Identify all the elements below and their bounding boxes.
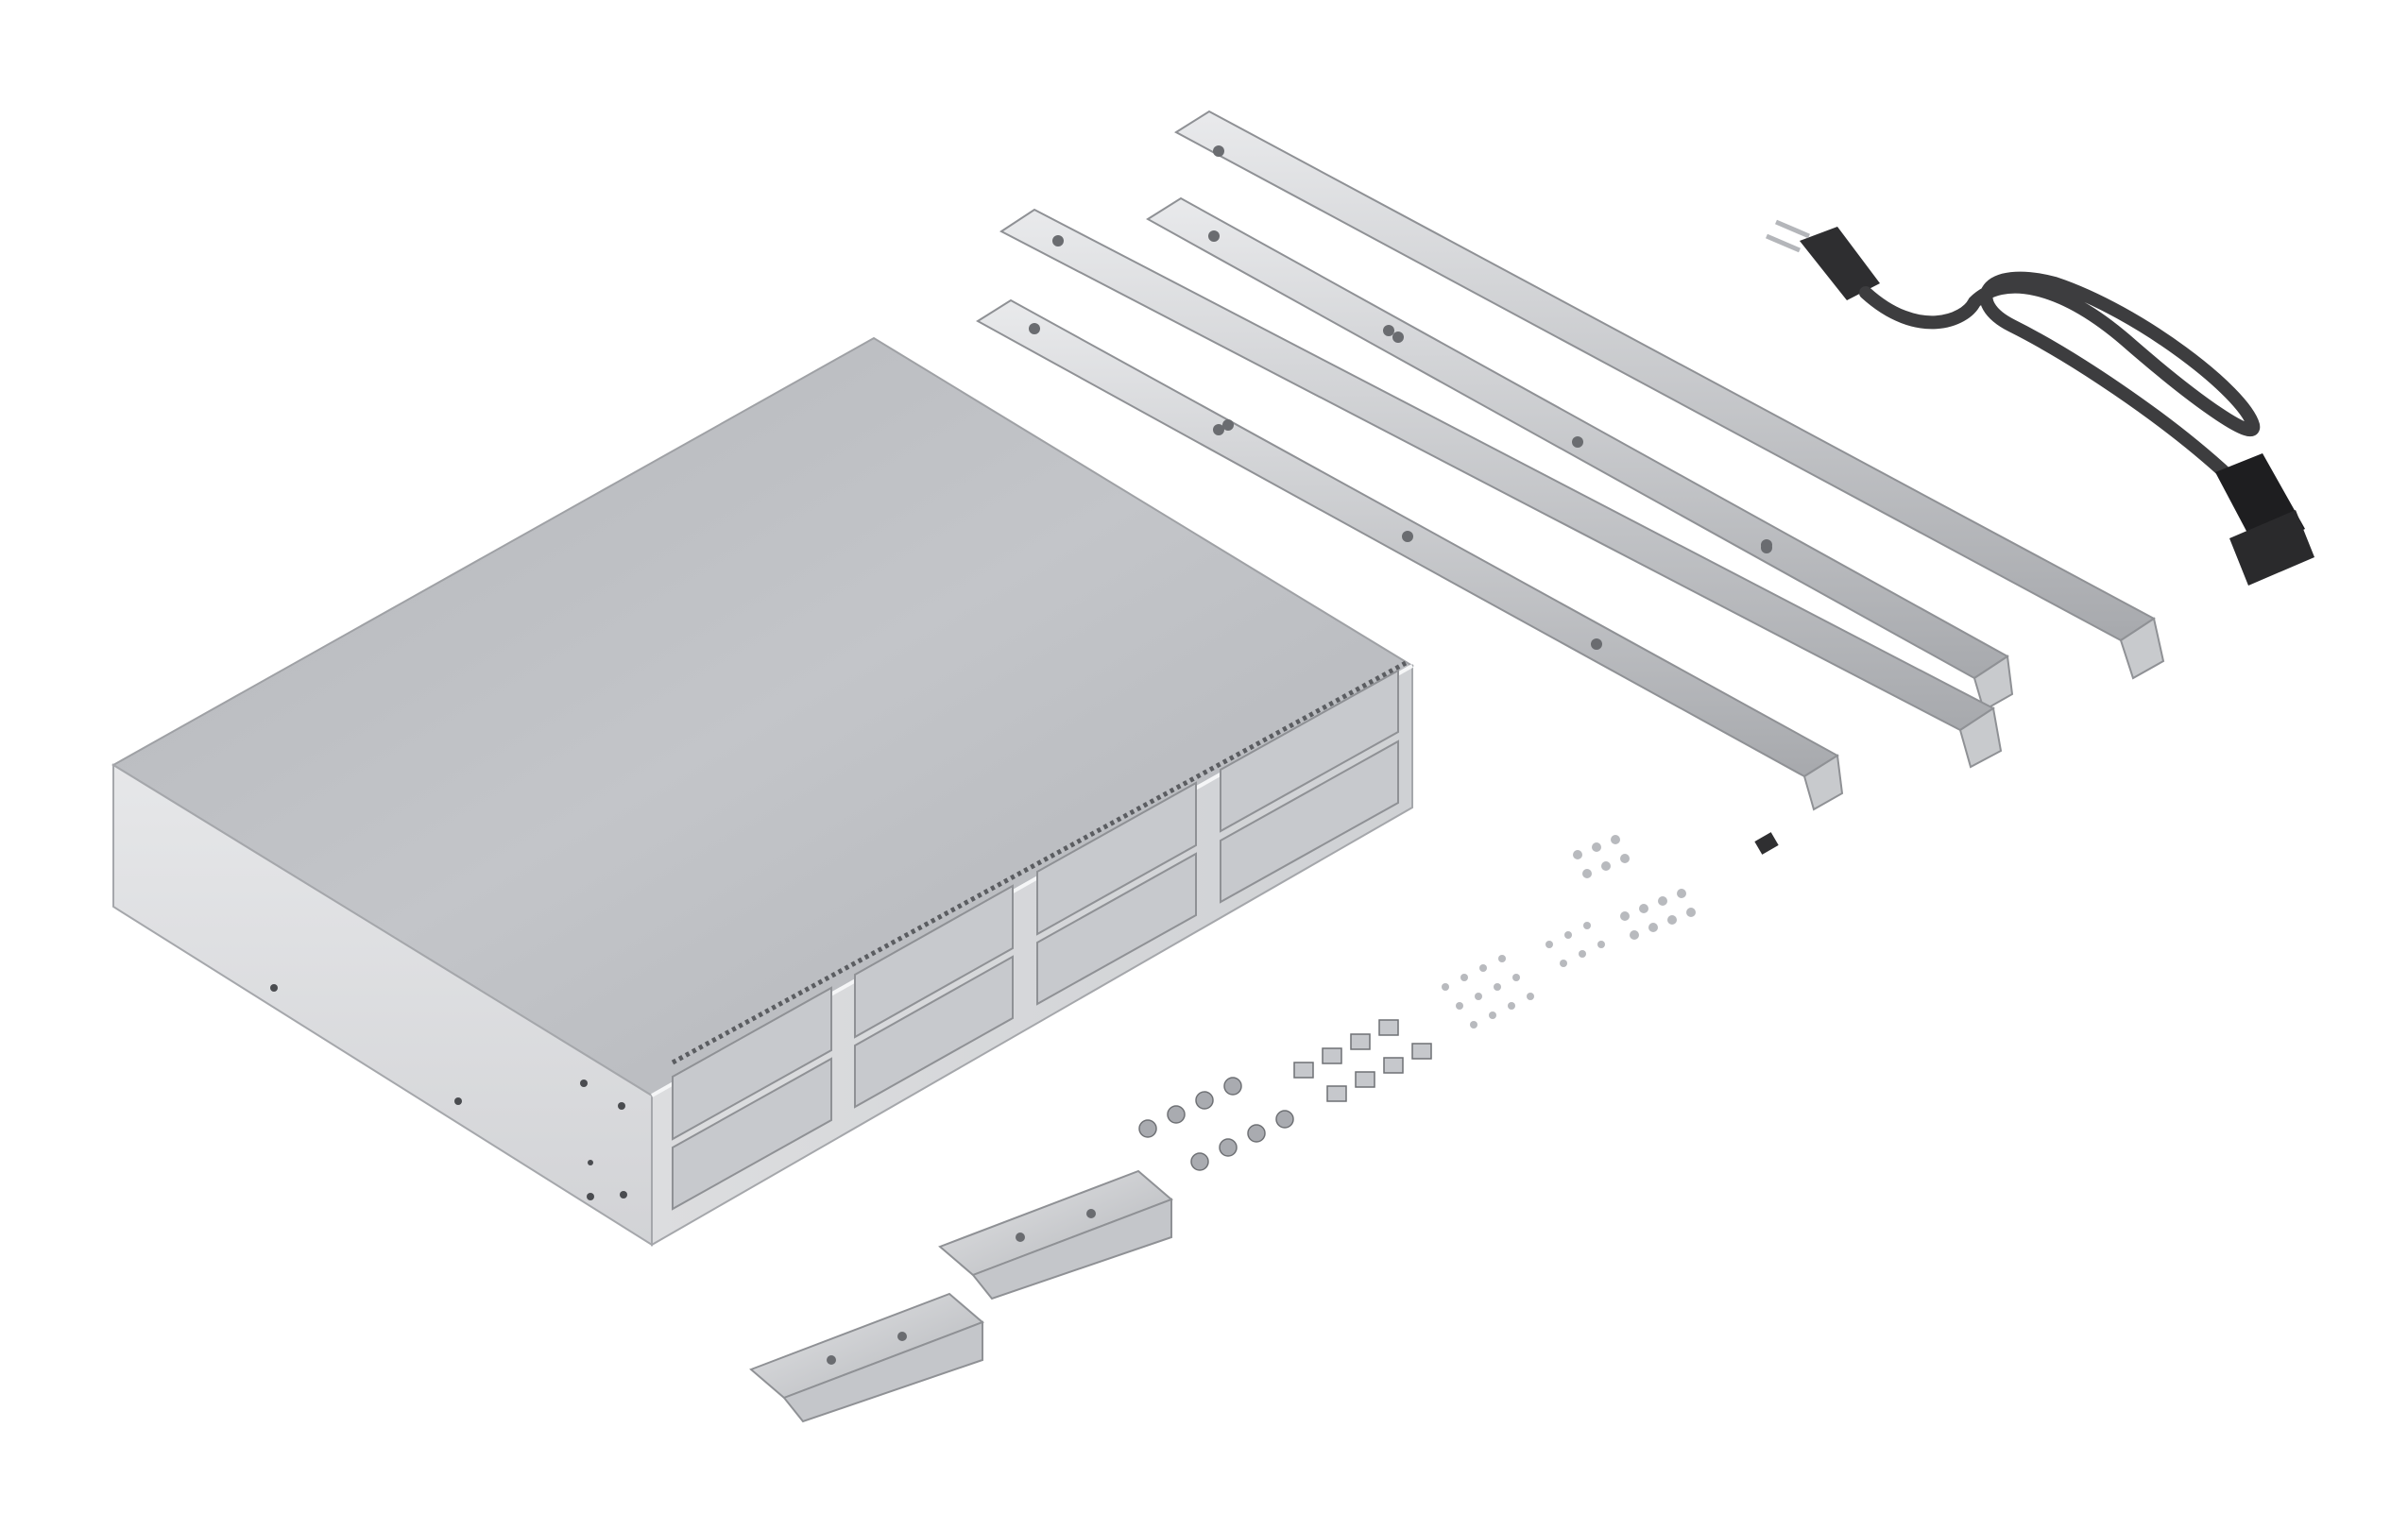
nut-icon (1350, 1033, 1371, 1050)
nut-icon (1378, 1019, 1399, 1036)
small-chip-icon (1754, 832, 1779, 855)
rack-ear-bracket (938, 1169, 1173, 1300)
chassis-side-holes (270, 984, 627, 1200)
screw-icon (1138, 1119, 1157, 1138)
drive-bay (1036, 852, 1197, 1006)
rail-brackets (976, 110, 2165, 811)
nut-icon (1322, 1047, 1342, 1064)
mounting-screws (1138, 1077, 1294, 1171)
drive-bay (854, 955, 1014, 1109)
rack-ear-brackets (749, 1169, 1173, 1423)
nut-icon (1383, 1057, 1404, 1074)
drive-bay (1220, 740, 1399, 904)
drive-bays (672, 669, 1399, 1211)
rackmount-nas-chassis (111, 336, 1414, 1247)
rail-holes (1029, 145, 1772, 650)
drive-bay (672, 1057, 832, 1211)
rail-bracket (999, 208, 2003, 769)
cage-nuts (1293, 1019, 1432, 1102)
drive-bay (854, 884, 1014, 1039)
nut-icon (1326, 1085, 1347, 1102)
drive-screws (1442, 835, 1696, 1028)
power-connector (2215, 453, 2314, 586)
rail-bracket (1174, 110, 2165, 680)
nut-icon (1355, 1071, 1375, 1088)
power-cord-cable (1859, 271, 2261, 484)
screw-icon (1247, 1124, 1266, 1143)
drive-bay (1036, 781, 1197, 936)
screw-icon (1167, 1105, 1186, 1124)
screw-icon (1275, 1110, 1294, 1129)
screw-icon (1195, 1091, 1214, 1110)
screw-icon (1190, 1152, 1209, 1171)
power-plug-icon (1766, 219, 1880, 300)
drive-bay (1220, 669, 1399, 833)
drive-bay (672, 986, 832, 1141)
rack-ear-bracket (749, 1292, 984, 1423)
power-cord (1766, 219, 2314, 586)
screw-icon (1223, 1077, 1242, 1096)
screw-icon (1219, 1138, 1238, 1157)
nut-icon (1293, 1062, 1314, 1079)
chassis-vent-strip (671, 660, 1408, 1065)
nut-icon (1411, 1043, 1432, 1060)
